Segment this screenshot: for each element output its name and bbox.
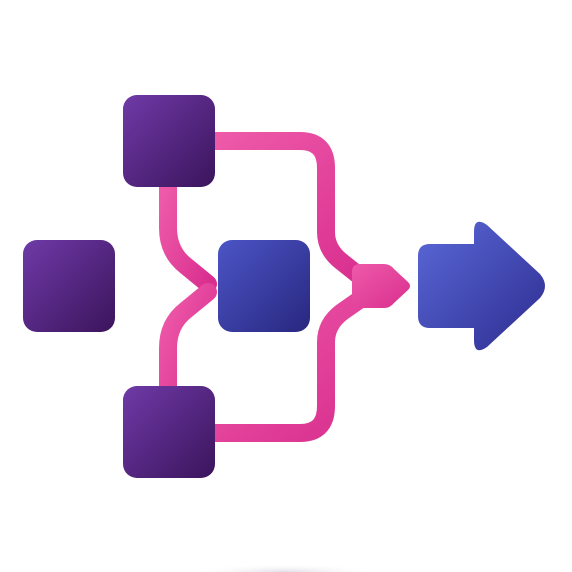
connector-group	[101, 132, 371, 442]
process-node-center	[218, 240, 310, 332]
ground-shadow	[190, 564, 380, 572]
source-node-bottom	[123, 386, 215, 478]
connector-bottom-to-center	[159, 283, 217, 405]
source-node-left	[23, 240, 115, 332]
source-node-top	[123, 95, 215, 187]
connector-top-to-merge	[201, 132, 371, 287]
connector-top-to-center	[159, 171, 217, 293]
connector-bottom-to-merge	[201, 289, 371, 442]
output-arrow-icon	[418, 221, 545, 351]
merge-arrow-icon	[352, 264, 410, 308]
